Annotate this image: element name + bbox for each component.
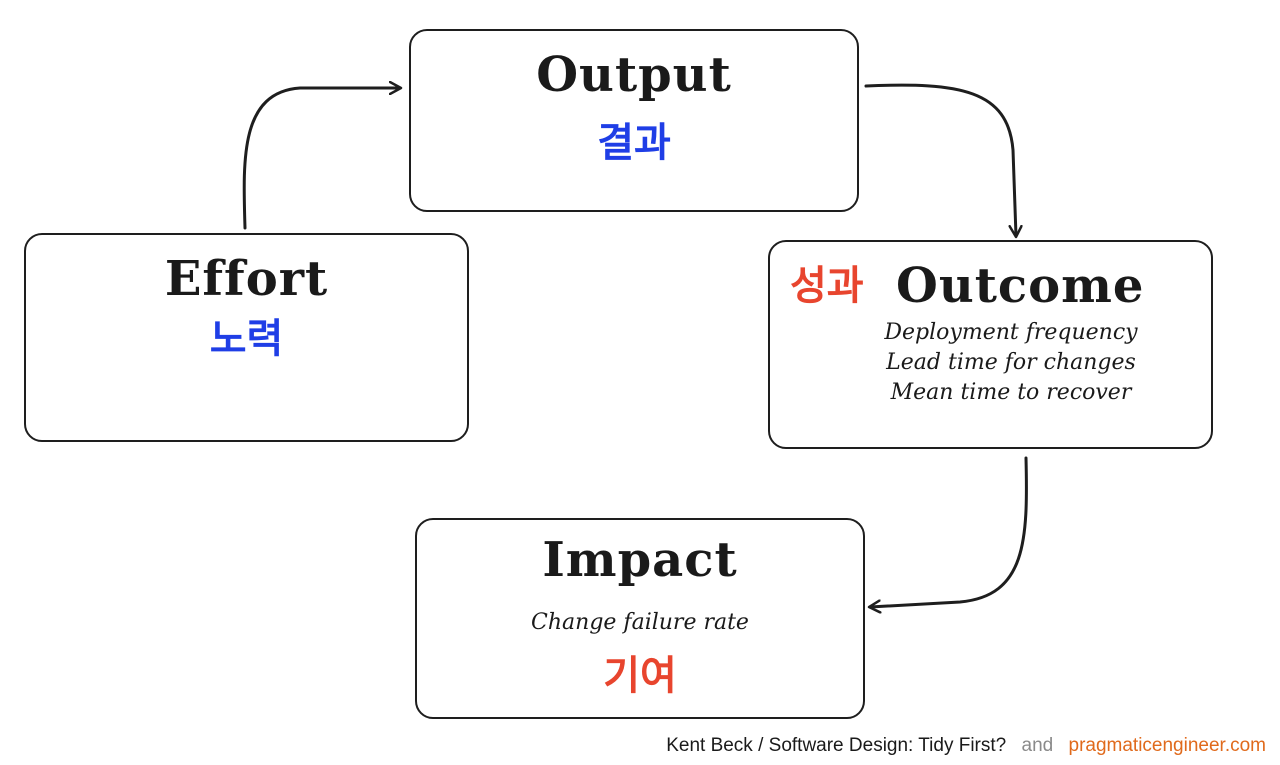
effort-box: Effort 노력	[24, 233, 469, 442]
outcome-title: Outcome	[896, 258, 1145, 314]
output-title: Output	[536, 47, 732, 103]
source-credit: Kent Beck / Software Design: Tidy First?…	[666, 735, 1266, 757]
impact-box: Impact Change failure rate 기여	[415, 518, 865, 719]
arrow-outcome-to-impact	[870, 456, 1028, 607]
metric-lead-time: Lead time for changes	[886, 350, 1136, 375]
output-korean-label: 결과	[597, 120, 671, 166]
arrow-effort-to-output	[242, 88, 400, 230]
effort-korean-label: 노력	[209, 316, 284, 362]
metric-deployment-frequency: Deployment frequency	[884, 320, 1138, 345]
source-citation: Kent Beck / Software Design: Tidy First?	[666, 735, 1007, 756]
outcome-box: 성과 Outcome Deployment frequency Lead tim…	[768, 240, 1213, 449]
outcome-metrics-list: Deployment frequency Lead time for chang…	[866, 318, 1156, 408]
metric-mean-time-to-recover: Mean time to recover	[890, 380, 1132, 405]
impact-korean-label: 기여	[603, 653, 677, 699]
source-website: pragmaticengineer.com	[1068, 735, 1267, 756]
effort-title: Effort	[164, 251, 329, 307]
source-conjunction: and	[1021, 735, 1054, 756]
outcome-korean-label: 성과	[790, 263, 864, 309]
output-box: Output 결과	[409, 29, 859, 212]
impact-title: Impact	[542, 532, 738, 588]
metric-change-failure-rate: Change failure rate	[531, 610, 749, 635]
arrow-output-to-outcome	[864, 83, 1016, 236]
